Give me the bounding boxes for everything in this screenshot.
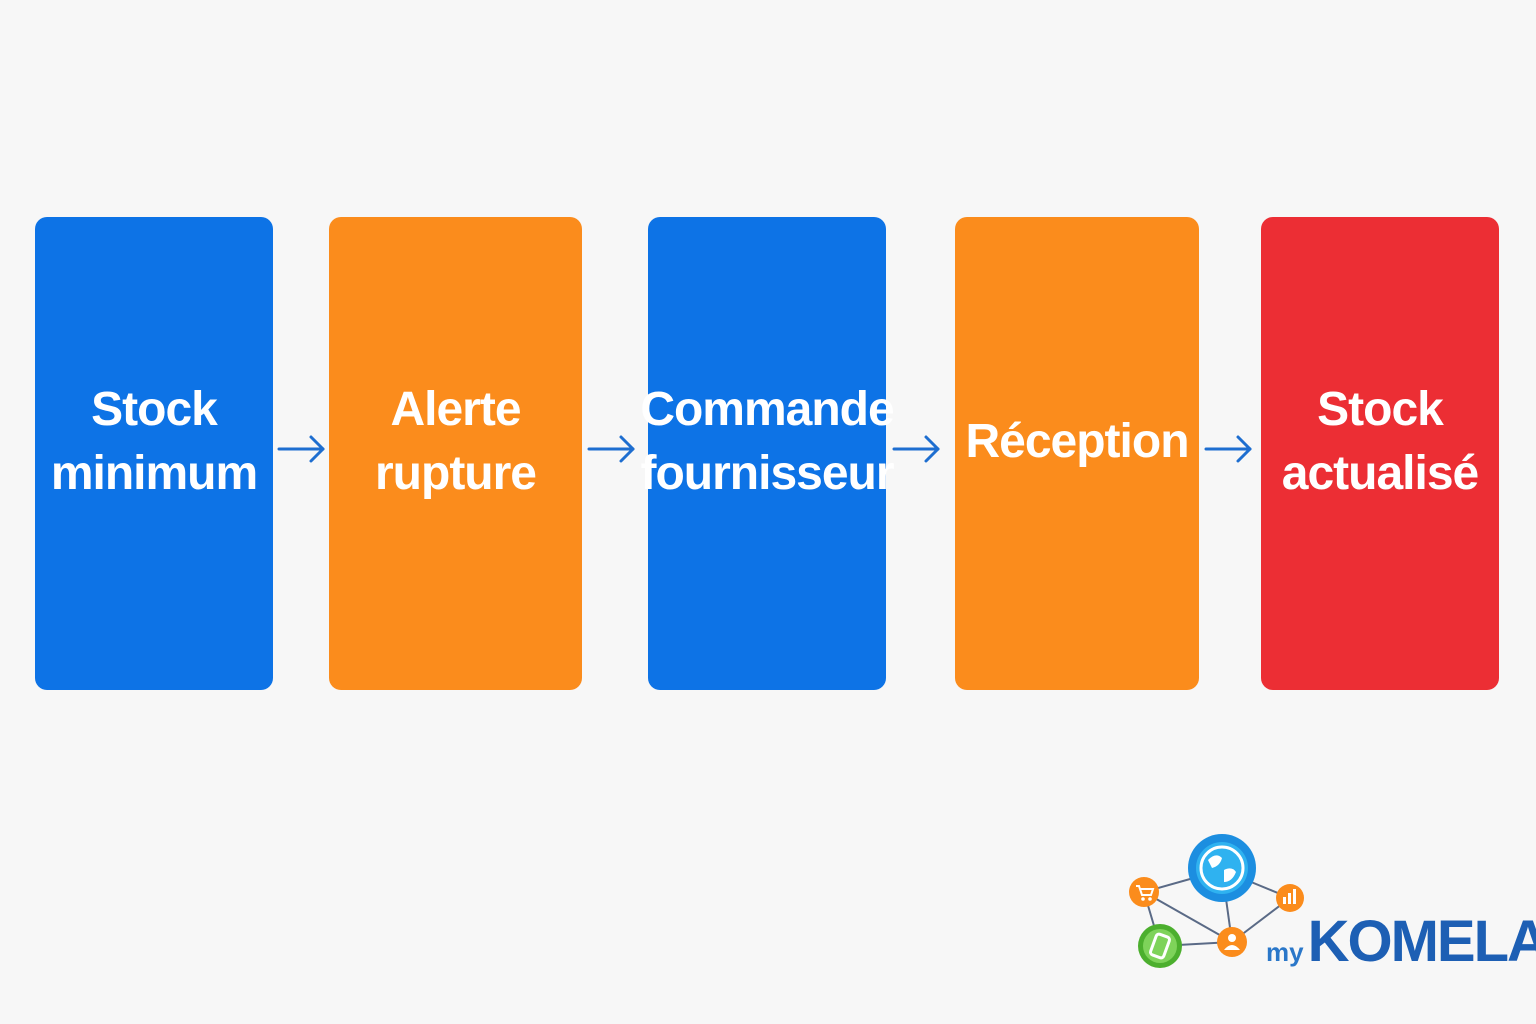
step-reception: Réception xyxy=(955,217,1199,690)
flow-arrow-icon xyxy=(587,435,635,463)
step-label-line: actualisé xyxy=(1281,446,1479,500)
step-commande-fournisseur: Commande fournisseur xyxy=(640,217,895,690)
logo-wordmark: myKOMELA xyxy=(1266,908,1536,975)
step-label-line: Stock xyxy=(91,382,218,436)
step-label-line: rupture xyxy=(375,446,537,500)
phone-icon xyxy=(1138,924,1182,968)
step-alerte-rupture: Alerte rupture xyxy=(329,217,582,690)
user-icon xyxy=(1217,927,1247,957)
flow-arrow-icon xyxy=(1204,435,1252,463)
step-label-line: Alerte xyxy=(390,382,521,436)
chart-icon xyxy=(1276,884,1304,912)
cart-icon xyxy=(1129,877,1159,907)
logo-prefix: my xyxy=(1266,937,1304,967)
step-label-line: Stock xyxy=(1317,382,1444,436)
network-icon xyxy=(1129,834,1304,968)
logo-brand: KOMELA xyxy=(1307,909,1536,974)
step-label-line: fournisseur xyxy=(640,446,894,500)
globe-icon xyxy=(1188,834,1256,902)
step-label-line: Réception xyxy=(965,414,1189,468)
step-stock-minimum: Stock minimum xyxy=(35,217,273,690)
step-label-line: minimum xyxy=(50,446,258,500)
mykomela-logo: myKOMELA xyxy=(1124,830,1536,980)
flow-arrow-icon xyxy=(892,435,940,463)
step-stock-actualise: Stock actualisé xyxy=(1261,217,1499,690)
flow-arrow-icon xyxy=(277,435,325,463)
step-label-line: Commande xyxy=(640,382,894,436)
